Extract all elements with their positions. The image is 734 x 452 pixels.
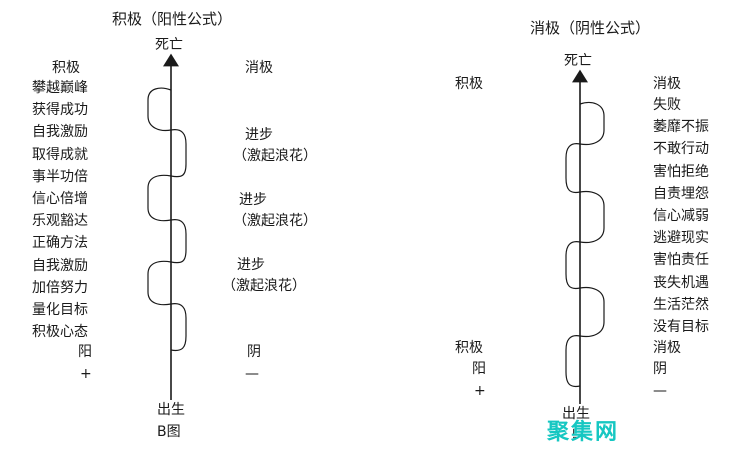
watermark-logo: 聚集网 [547,420,620,445]
right-negative-item: 自责埋怨 [653,185,709,202]
right-bottom-negative: 消极 [653,340,681,356]
progress-note-1: （激起浪花） [233,148,317,164]
right-positive-header: 积极 [455,76,483,92]
left-positive-item: 乐观豁达 [32,213,88,230]
right-yin-sign: — [653,383,667,399]
right-yang-label: 阳 [472,361,486,377]
progress-note-3: （激起浪花） [222,278,306,294]
right-wave-path [565,101,605,388]
progress-label-1: 进步 [245,127,273,143]
right-birth-label: 出生 [562,406,590,422]
right-negative-item: 没有目标 [653,319,709,335]
left-positive-item: 加倍努力 [32,279,88,296]
right-bottom-positive: 积极 [455,340,483,356]
right-negative-item: 失败 [653,97,681,113]
right-yang-sign: + [474,383,486,399]
left-positive-item: 攀越巅峰 [32,80,88,96]
right-title: 消极（阴性公式） [530,19,651,37]
left-title: 积极（阳性公式） [112,10,233,28]
left-positive-item: 自我激励 [32,257,88,274]
right-negative-item: 生活茫然 [653,296,709,313]
right-caption-partial: 图 [572,425,586,441]
left-positive-item: 量化目标 [32,302,88,318]
left-positive-item: 获得成功 [32,102,88,119]
right-yin-label: 阴 [653,361,667,377]
right-negative-item: 萎靡不振 [653,119,709,136]
right-negative-item: 害怕拒绝 [653,163,709,180]
left-positive-item: 积极心态 [32,324,88,341]
left-positive-item: 事半功倍 [32,168,88,185]
right-negative-header: 消极 [653,76,681,92]
progress-label-3: 进步 [237,257,265,273]
left-positive-item: 自我激励 [32,124,88,141]
left-birth-label: 出生 [157,402,185,418]
left-yang-sign: + [80,366,92,382]
left-yin-label: 阴 [247,344,261,360]
right-negative-item: 害怕责任 [653,252,709,269]
right-negative-item: 不敢行动 [653,141,709,158]
progress-note-2: （激起浪花） [233,213,317,229]
left-death-label: 死亡 [155,37,183,53]
left-yin-sign: — [245,366,259,382]
progress-label-2: 进步 [239,192,267,208]
right-negative-item: 逃避现实 [653,230,709,247]
right-negative-item: 丧失机遇 [653,274,709,291]
left-yang-label: 阳 [78,344,92,360]
left-positive-header: 积极 [52,60,80,76]
left-positive-item: 正确方法 [32,235,88,252]
left-positive-item: 取得成就 [32,146,88,163]
left-negative-header: 消极 [245,60,273,76]
left-positive-item: 信心倍增 [32,191,88,207]
right-death-label: 死亡 [564,53,592,69]
left-wave-path [147,87,187,352]
left-caption: B图 [157,424,181,440]
right-negative-item: 信心减弱 [653,208,709,224]
